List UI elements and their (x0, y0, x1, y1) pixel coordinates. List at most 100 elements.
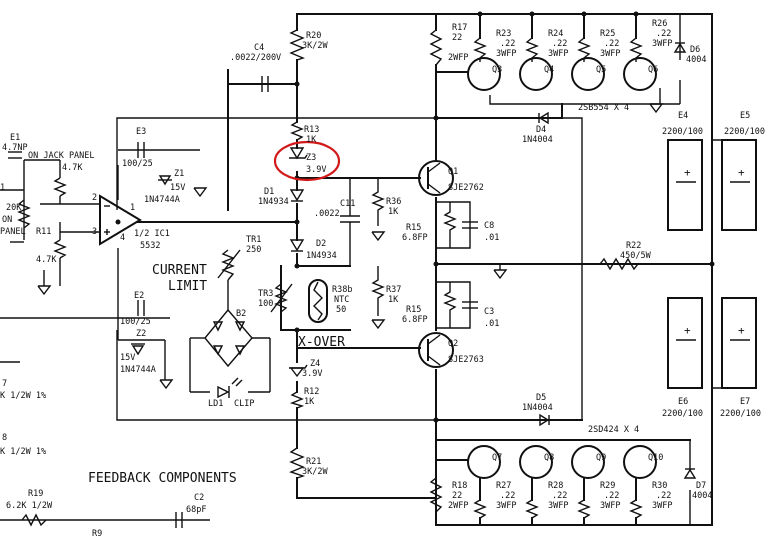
r13-label: R13 (304, 125, 319, 135)
q3-label: Q3 (492, 65, 502, 75)
q8-transistor (519, 445, 553, 479)
ground-symbols (37, 103, 664, 390)
left-res-2: K 1/2W 1% (0, 447, 46, 457)
tr3-value: 100 (258, 299, 273, 309)
ic1-value: 5532 (140, 241, 160, 251)
tr1-trimmer (221, 249, 235, 281)
r37-resistor (371, 266, 385, 316)
r11-value: 4.7K (36, 255, 57, 265)
r26-label: R26 (652, 19, 667, 29)
z3-value: 3.9V (306, 165, 326, 175)
r29-label: R29 (600, 481, 615, 491)
r21-resistor (289, 447, 306, 479)
x-over-label: X-OVER (298, 335, 345, 350)
r29-rating: 3WFP (600, 501, 620, 511)
labels: R20 3K/2W C4 .0022/200V R13 1K Z3 3.9V D… (0, 19, 765, 539)
r15b-resistor (443, 282, 457, 328)
q5-transistor (571, 57, 605, 91)
svg-text:+: + (738, 166, 745, 179)
z2-value: 15V (120, 353, 135, 363)
r29-value: .22 (604, 491, 619, 501)
r21-value: 3K/2W (302, 467, 328, 477)
left-r8: 8 (2, 433, 7, 443)
c11-label: C11 (340, 199, 355, 209)
q10-label: Q10 (648, 453, 663, 463)
c4-value: .0022/200V (230, 53, 281, 63)
r28-resistor (525, 499, 539, 519)
r17-resistor (429, 29, 443, 66)
svg-text:+: + (684, 166, 691, 179)
d7-value: 4004 (692, 491, 712, 501)
r17-label: R17 (452, 23, 467, 33)
q7-transistor (467, 445, 501, 479)
r17-rating: 2WFP (448, 53, 468, 63)
c8-value: .01 (484, 233, 499, 243)
r15b-label: R15 (406, 305, 421, 315)
bridge-rectifier (204, 308, 253, 368)
tr1-value: 250 (246, 245, 261, 255)
d1-value: 1N4934 (258, 197, 289, 207)
r13-resistor (290, 121, 304, 141)
c2-value: 68pF (186, 505, 206, 515)
r13-value: 1K (306, 135, 317, 145)
r23-label: R23 (496, 29, 511, 39)
q1-label: Q1 (448, 167, 458, 177)
e4-value: 2200/100 (662, 127, 703, 137)
r22-resistor (599, 257, 639, 271)
current-limit-label-2: LIMIT (168, 279, 207, 294)
op-amp-ic1 (99, 194, 142, 246)
z3-label: Z3 (306, 153, 316, 163)
q9-transistor (571, 445, 605, 479)
r15a-value: 6.8FP (402, 233, 428, 243)
r38b-value: 50 (336, 305, 346, 315)
r30-value: .22 (656, 491, 671, 501)
r25-rating: 3WFP (600, 49, 620, 59)
r27-rating: 3WFP (496, 501, 516, 511)
r30-rating: 3WFP (652, 501, 672, 511)
r22-value: 450/5W (620, 251, 652, 261)
d2-value: 1N4934 (306, 251, 337, 261)
c8-label: C8 (484, 221, 494, 231)
r12-label: R12 (304, 387, 319, 397)
z2-label: Z2 (136, 329, 146, 339)
r47k-label: 4.7K (62, 163, 83, 173)
q2-label: Q2 (448, 339, 458, 349)
r27-value: .22 (500, 491, 515, 501)
r17-value: 22 (452, 33, 462, 43)
r20-resistor (289, 29, 305, 61)
r9-fragment: R9 (92, 529, 102, 539)
q2-value: SJE2763 (448, 355, 484, 365)
r11-label: R11 (36, 227, 51, 237)
e3-label: E3 (136, 127, 146, 137)
resistors (17, 29, 643, 527)
ld1-label: LD1 (208, 399, 223, 409)
q7-label: Q7 (492, 453, 502, 463)
q4-transistor (519, 57, 553, 91)
e6-label: E6 (678, 397, 688, 407)
e3-value: 100/25 (122, 159, 153, 169)
z1-value: 15V (170, 183, 185, 193)
e1-label: E1 (10, 133, 20, 143)
pin-1: 1 (130, 203, 135, 213)
ic1-label: 1/2 IC1 (134, 229, 170, 239)
q10-transistor (623, 445, 657, 479)
d6-value: 4004 (686, 55, 706, 65)
svg-text:+: + (738, 324, 745, 337)
capacitors (8, 76, 757, 528)
z2-part: 1N4744A (120, 365, 156, 375)
left-1-label: 1 (0, 183, 5, 193)
z1-label: Z1 (174, 169, 184, 179)
q8-label: Q8 (544, 453, 554, 463)
q1-transistor (418, 160, 454, 196)
r23-rating: 3WFP (496, 49, 516, 59)
tr3-label: TR3 (258, 289, 273, 299)
q6-transistor (623, 57, 657, 91)
r26-rating: 3WFP (652, 39, 672, 49)
e1-value: 4.7NP (2, 143, 28, 153)
r15a-label: R15 (406, 223, 421, 233)
r29-resistor (577, 499, 591, 519)
r20-label: R20 (306, 31, 321, 41)
e7-label: E7 (740, 397, 750, 407)
r37-label: R37 (386, 285, 401, 295)
q2-transistor (418, 332, 454, 368)
